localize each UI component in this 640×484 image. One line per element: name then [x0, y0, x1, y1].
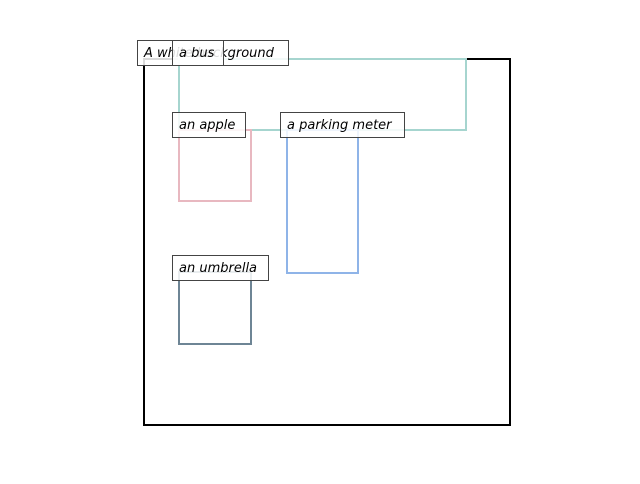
parking-meter-box — [286, 129, 359, 274]
bus-label: a bus — [172, 40, 224, 66]
apple-box — [178, 129, 252, 202]
parking-meter-label: a parking meter — [280, 112, 405, 138]
apple-label: an apple — [172, 112, 246, 138]
umbrella-box — [178, 271, 252, 345]
umbrella-label: an umbrella — [172, 255, 269, 281]
